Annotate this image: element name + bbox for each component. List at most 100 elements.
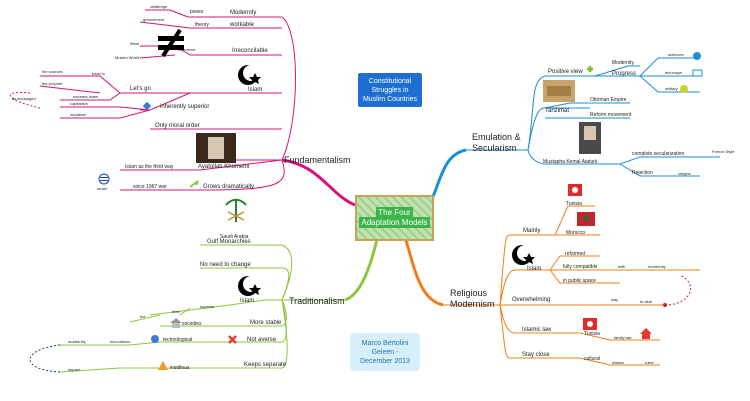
impact-label: impact xyxy=(68,367,81,372)
workable-label: workable xyxy=(229,22,255,28)
technique-icon xyxy=(692,69,703,77)
military-label: military xyxy=(665,86,678,91)
traditionalism-label[interactable]: Traditionalism xyxy=(289,296,345,306)
warning-icon xyxy=(158,361,168,370)
way-label: way xyxy=(611,297,618,302)
rm-islam-label: Islam xyxy=(527,266,541,272)
tanzimat-label: Tanzimat xyxy=(545,108,569,114)
author-line-1: Marco Bertolini xyxy=(361,339,409,347)
challenge-label: challenge xyxy=(150,4,168,9)
note-line-1: Constitutional xyxy=(368,77,412,85)
capitalism-label: capitalism xyxy=(70,101,88,106)
superior-label: superior xyxy=(200,304,215,309)
irreconcilable-label: Irreconcilable xyxy=(232,48,268,54)
note-line-3: Muslim Countries xyxy=(362,95,418,103)
no-need-label: No need to change xyxy=(200,262,251,268)
west-label: West xyxy=(130,41,140,46)
not-averse-label: Not averse xyxy=(247,337,277,343)
emulation-label-2[interactable]: Secularism xyxy=(472,143,517,153)
stay-close-label: Stay close xyxy=(522,352,550,358)
the-label: the xyxy=(140,314,146,319)
ottoman-empire-label: Ottoman Empire xyxy=(590,97,627,103)
islamic-law-label: Islamic law xyxy=(522,327,552,333)
in-public-space-label: in public space xyxy=(563,278,596,284)
since-1967-label: since 1967 war xyxy=(133,184,167,190)
saudi-arabia-label: Saudi Arabia xyxy=(220,234,249,240)
israel-label: Israel xyxy=(97,186,107,191)
more-stable-label: More stable xyxy=(250,320,282,326)
progress-label: Progress xyxy=(612,71,636,77)
technique-label: technique xyxy=(665,70,683,75)
tunisia-label: Tunisia xyxy=(566,201,582,207)
keeps-separate-label: Keeps separate xyxy=(244,362,287,368)
trad-islam-label: Islam xyxy=(240,298,254,304)
modernity-sub-label: Modernity xyxy=(612,60,634,66)
reformed-label: reformed xyxy=(565,251,585,257)
house-icon-2 xyxy=(640,328,652,339)
morocco-flag-icon xyxy=(577,212,595,226)
military-icon xyxy=(680,85,688,93)
mainly-label: Mainly xyxy=(523,228,540,234)
positive-view-label: Positive view xyxy=(548,69,583,75)
lets-go-label: Let's go xyxy=(130,86,151,92)
back-to-label: back to xyxy=(92,71,106,76)
socialism-label: socialism xyxy=(70,112,87,117)
theory-label: theory xyxy=(195,22,209,28)
as-envisaged-label: as envisaged xyxy=(12,96,36,101)
gear-icon xyxy=(151,335,159,343)
tried-label: tried xyxy=(172,309,180,314)
author-line-2: Geleen - xyxy=(371,348,399,356)
trend-up-icon xyxy=(189,180,199,188)
ayatollah-label: Ayatollah Khomeini xyxy=(198,164,249,170)
cultural-label: cultural xyxy=(584,356,600,362)
innovations-label: innovations xyxy=(110,339,130,344)
modernity-trad-label: modernity xyxy=(68,339,86,344)
french-style-label: French Style xyxy=(712,149,735,154)
tunisia2-label: Tunisia xyxy=(584,331,600,337)
x-icon xyxy=(228,335,237,344)
central-line-2: Adaptation Models xyxy=(359,217,430,228)
fully-compatible-label: fully compatible xyxy=(563,264,598,270)
reform-movement-label: Reform movement xyxy=(590,112,632,118)
fundamentalism-label[interactable]: Fundamentalism xyxy=(284,155,351,165)
family-law-label: family law xyxy=(614,335,632,340)
government-label: government xyxy=(143,17,165,22)
islam-third-way-label: Islam as the third way xyxy=(125,164,174,170)
tunisia-flag-icon-2 xyxy=(583,318,597,330)
insidious-label: insidious xyxy=(170,365,190,371)
inherently-superior-label: inherently superior xyxy=(160,104,209,110)
not-equal-icon xyxy=(158,28,184,58)
note-line-2: Struggles in xyxy=(371,86,409,94)
to-deal-label: to deal xyxy=(640,299,652,304)
technological-label: technological xyxy=(163,337,192,343)
house-icon xyxy=(170,318,182,328)
the-prophet-label: the prophet xyxy=(42,81,63,86)
religious-label-1[interactable]: Religious xyxy=(450,288,488,298)
grows-dramatically-label: Grows dramatically xyxy=(203,184,254,190)
rm-modernity-label: modernity xyxy=(648,264,666,269)
difference-label: difference xyxy=(178,47,196,52)
modernity-label: Modernity xyxy=(230,10,256,16)
crescent-star-icon xyxy=(238,65,261,85)
gulf-monarchies-label: Gulf Monarchies xyxy=(207,239,251,245)
the-sources-label: the sources xyxy=(42,69,63,74)
emulation-label-1[interactable]: Emulation & xyxy=(472,132,521,142)
with-label: with xyxy=(618,264,625,269)
ataturk-label: Mustapha Kemal Ataturk xyxy=(543,159,598,165)
crescent-star-icon-2 xyxy=(238,276,261,296)
central-line-1: The Four xyxy=(376,207,413,218)
diamond-icon xyxy=(142,101,152,111)
recreate-islam-label: recreate Islam xyxy=(73,94,99,99)
sciences-label: sciences xyxy=(668,52,684,57)
overwhelming-label: Overwhelming xyxy=(512,297,550,303)
fund-islam-label: Islam xyxy=(248,87,262,93)
complete-secularization-label: complete secularization xyxy=(632,151,684,157)
religious-label-2[interactable]: Modernism xyxy=(450,299,495,309)
poses-label: poses xyxy=(190,9,204,15)
crescent-star-icon-3 xyxy=(512,245,535,265)
israel-flag-icon xyxy=(98,173,110,185)
atom-icon xyxy=(693,52,701,60)
